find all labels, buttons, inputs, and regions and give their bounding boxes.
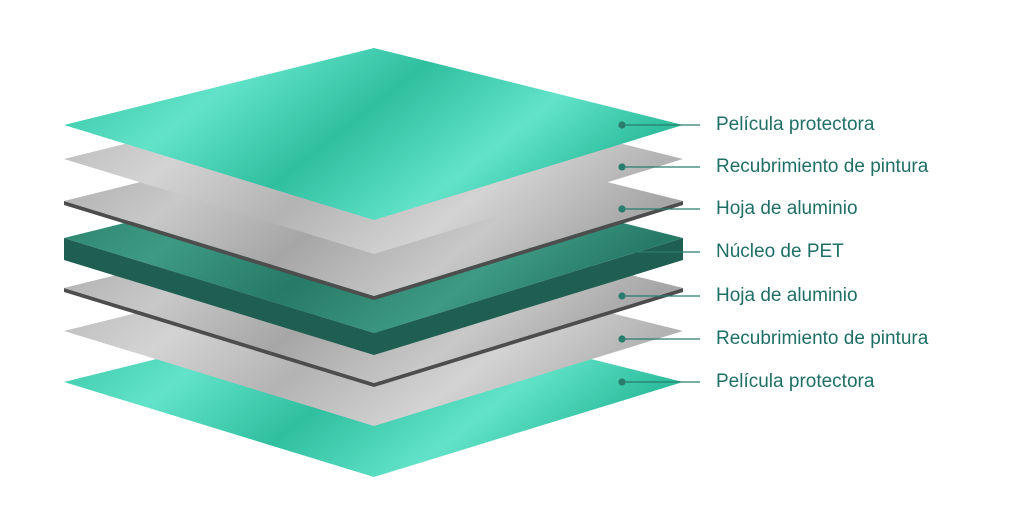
leader-dot (618, 292, 626, 300)
layer-sheet-film (64, 48, 683, 220)
leader-dot (618, 335, 626, 343)
layer-label-film: Película protectora (716, 371, 875, 392)
leader-dot (618, 121, 626, 129)
leader-dot (618, 163, 626, 171)
layer-label-paint: Recubrimiento de pintura (716, 328, 929, 349)
leader-dot (618, 378, 626, 386)
leader-dot (618, 205, 626, 213)
layer-label-film: Película protectora (716, 114, 875, 135)
layer-label-core: Núcleo de PET (716, 241, 844, 262)
layer-surface (64, 48, 683, 220)
leader-dot (618, 248, 626, 256)
layer-label-aluminum: Hoja de aluminio (716, 198, 858, 219)
layer-label-aluminum: Hoja de aluminio (716, 285, 858, 306)
layer-edge (64, 238, 683, 355)
layer-label-paint: Recubrimiento de pintura (716, 156, 929, 177)
